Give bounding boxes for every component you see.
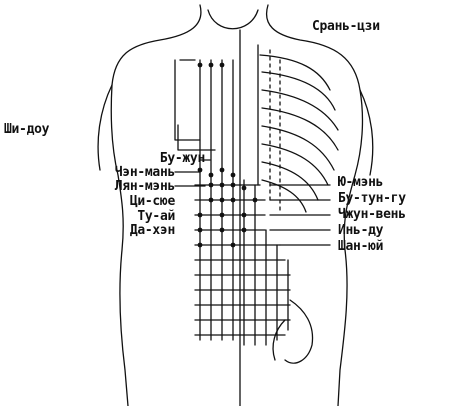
label-left-4: Ци-сюе <box>60 195 175 209</box>
neck-line <box>208 10 258 29</box>
label-right-3: Чжун-вень <box>338 208 406 222</box>
label-top-right: Срань-цзи <box>312 20 380 34</box>
pelvis <box>285 300 313 363</box>
label-right-4: Инь-ду <box>338 224 383 238</box>
label-right-5: Шан-юй <box>338 240 383 254</box>
label-right-1: Ю-мэнь <box>338 176 383 190</box>
label-left-3: Лян-мэнь <box>60 180 175 194</box>
label-left-5: Ту-ай <box>60 210 175 224</box>
label-right-2: Бу-тун-гу <box>338 192 406 206</box>
label-left-6: Да-хэн <box>60 224 175 238</box>
label-left-1: Бу-жун <box>90 152 205 166</box>
label-left-2: Чэн-мань <box>60 166 175 180</box>
label-left-side: Ши-доу <box>4 123 49 137</box>
